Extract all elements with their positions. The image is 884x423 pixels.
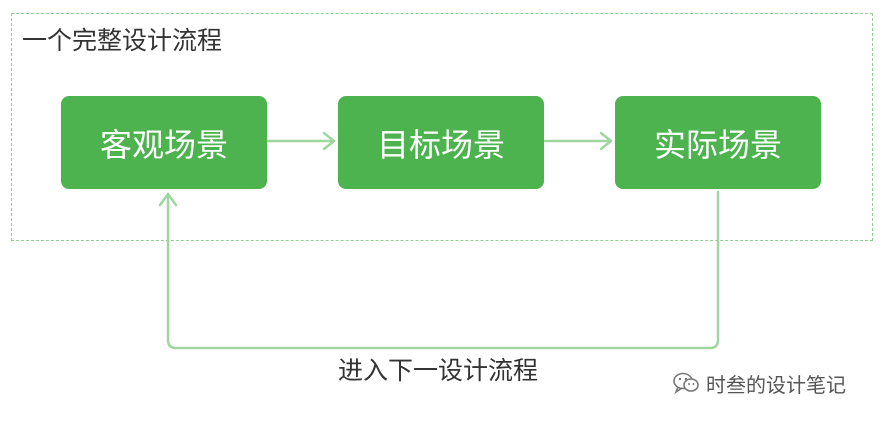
loop-connector: [166, 190, 720, 350]
arrow-target-to-actual: [543, 131, 613, 151]
process-group-box: [11, 13, 873, 241]
stage-target-scene: 目标场景: [338, 96, 544, 189]
loop-label: 进入下一设计流程: [338, 356, 539, 385]
wechat-icon: [673, 372, 699, 395]
loop-arrowhead: [158, 192, 178, 207]
stage-actual-scene: 实际场景: [615, 96, 821, 189]
watermark: 时叁的设计笔记: [672, 368, 846, 398]
watermark-text: 时叁的设计笔记: [706, 372, 846, 397]
stage-objective-scene: 客观场景: [61, 96, 267, 189]
process-group-title: 一个完整设计流程: [22, 26, 223, 55]
stage-label: 实际场景: [653, 125, 782, 164]
stage-label: 客观场景: [99, 125, 228, 164]
stage-label: 目标场景: [376, 125, 505, 164]
arrow-objective-to-target: [266, 131, 336, 151]
